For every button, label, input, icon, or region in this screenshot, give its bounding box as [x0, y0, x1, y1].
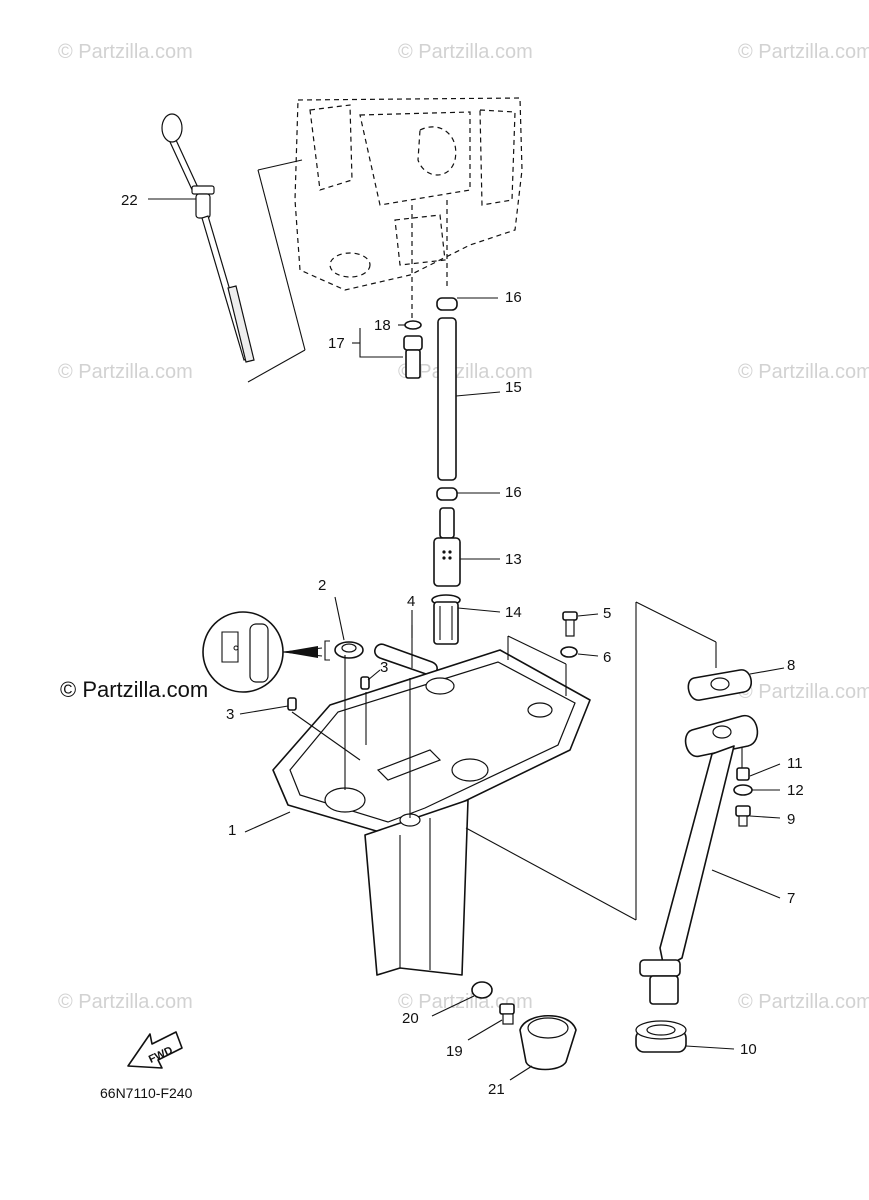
- strainer-14: [431, 594, 461, 645]
- watermark-overlay: © Partzilla.com: [60, 677, 208, 702]
- watermark: © Partzilla.com: [398, 41, 533, 63]
- callout-19: 19: [446, 1043, 463, 1060]
- callout-6: 6: [603, 649, 611, 666]
- callout-labels: 1 2 3 3 4 5 6 7 8 9 10 11 12 13 14 15 16…: [121, 192, 804, 1098]
- dipstick: [161, 113, 255, 363]
- fasteners-11-12-9: [733, 767, 753, 827]
- leader-lines: [148, 198, 785, 1081]
- callout-18: 18: [374, 317, 391, 334]
- gasket-8: [687, 669, 752, 701]
- callout-16: 16: [505, 289, 522, 306]
- callout-20: 20: [402, 1010, 419, 1027]
- callout-14: 14: [505, 604, 522, 621]
- callout-1: 1: [228, 822, 236, 839]
- dowel-pin: [360, 676, 370, 690]
- pipe-assembly: [436, 297, 458, 501]
- callout-7: 7: [787, 890, 795, 907]
- dowel-pin: [287, 697, 297, 711]
- exhaust-pipe-7: [639, 715, 759, 1005]
- upper-casing: [272, 635, 591, 976]
- strainer-13: [433, 507, 461, 587]
- watermark: © Partzilla.com: [738, 41, 869, 63]
- engine-block-outline: [247, 97, 523, 383]
- callout-13: 13: [505, 551, 522, 568]
- callout-22: 22: [121, 192, 138, 209]
- watermark: © Partzilla.com: [738, 991, 869, 1013]
- watermark: © Partzilla.com: [58, 41, 193, 63]
- callout-16: 16: [505, 484, 522, 501]
- watermark: © Partzilla.com: [738, 681, 869, 703]
- watermark: © Partzilla.com: [398, 991, 533, 1013]
- drain-parts: [471, 981, 577, 1071]
- callout-10: 10: [740, 1041, 757, 1058]
- callout-3: 3: [380, 659, 388, 676]
- callout-5: 5: [603, 605, 611, 622]
- callout-21: 21: [488, 1081, 505, 1098]
- diagram-code: 66N7110-F240: [100, 1085, 193, 1101]
- seal-10: [635, 1020, 687, 1053]
- detail-view: [202, 611, 330, 693]
- seal-2: [334, 641, 364, 659]
- callout-15: 15: [505, 379, 522, 396]
- fitting-17: [403, 320, 423, 379]
- callout-8: 8: [787, 657, 795, 674]
- callout-2: 2: [318, 577, 326, 594]
- callout-12: 12: [787, 782, 804, 799]
- callout-9: 9: [787, 811, 795, 828]
- callout-11: 11: [787, 755, 803, 772]
- callout-17: 17: [328, 335, 345, 352]
- watermark: © Partzilla.com: [738, 361, 869, 383]
- watermark: © Partzilla.com: [398, 361, 533, 383]
- callout-4: 4: [407, 593, 415, 610]
- callout-3: 3: [226, 706, 234, 723]
- watermark: © Partzilla.com: [58, 991, 193, 1013]
- forward-arrow-icon: FWD: [127, 1031, 183, 1069]
- watermark: © Partzilla.com: [58, 361, 193, 383]
- bolt-5: [560, 611, 578, 658]
